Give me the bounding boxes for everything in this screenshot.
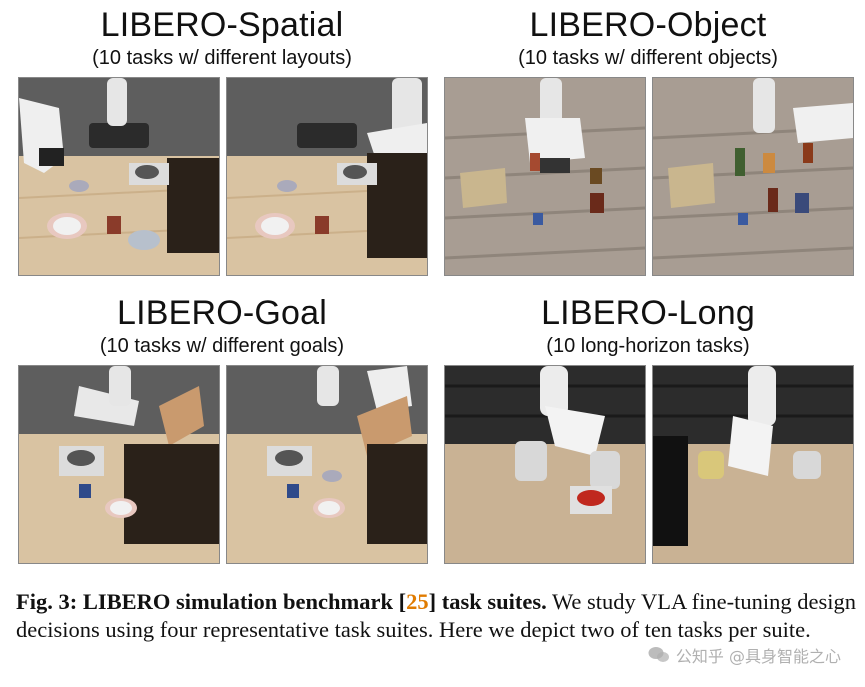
figure-caption: Fig. 3: LIBERO simulation benchmark [25]… — [16, 588, 856, 644]
suite-title: LIBERO-Object — [529, 6, 767, 44]
caption-body: We study VLA fine-tuning design decision… — [16, 589, 856, 642]
figure-label: Fig. 3: — [16, 589, 78, 614]
suite-libero-object: LIBERO-Object (10 tasks w/ different obj… — [442, 6, 854, 278]
task-image-long-2 — [652, 365, 854, 564]
suite-subtitle: (10 long-horizon tasks) — [546, 335, 750, 357]
task-image-long-1 — [444, 365, 646, 564]
suite-libero-long: LIBERO-Long (10 long-horizon tasks) — [442, 294, 854, 566]
suite-subtitle: (10 tasks w/ different layouts) — [92, 47, 352, 69]
caption-bold-text: LIBERO simulation benchmark [25] task su… — [82, 589, 547, 614]
suite-title: LIBERO-Spatial — [100, 6, 344, 44]
suite-subtitle: (10 tasks w/ different objects) — [518, 47, 778, 69]
suite-title: LIBERO-Long — [541, 294, 755, 332]
suite-libero-spatial: LIBERO-Spatial (10 tasks w/ different la… — [16, 6, 428, 278]
task-image-goal-1 — [18, 365, 220, 564]
task-image-goal-2 — [226, 365, 428, 564]
suite-title: LIBERO-Goal — [116, 294, 328, 332]
wechat-icon — [648, 646, 670, 664]
suite-libero-goal: LIBERO-Goal (10 tasks w/ different goals… — [16, 294, 428, 566]
task-image-spatial-1 — [18, 77, 220, 276]
task-image-object-1 — [444, 77, 646, 276]
task-image-spatial-2 — [226, 77, 428, 276]
citation-link[interactable]: 25 — [406, 589, 429, 614]
suite-subtitle: (10 tasks w/ different goals) — [99, 335, 345, 357]
watermark: 公知乎 @具身智能之心 — [648, 643, 841, 667]
watermark-text: 公知乎 @具身智能之心 — [675, 647, 841, 666]
task-image-object-2 — [652, 77, 854, 276]
